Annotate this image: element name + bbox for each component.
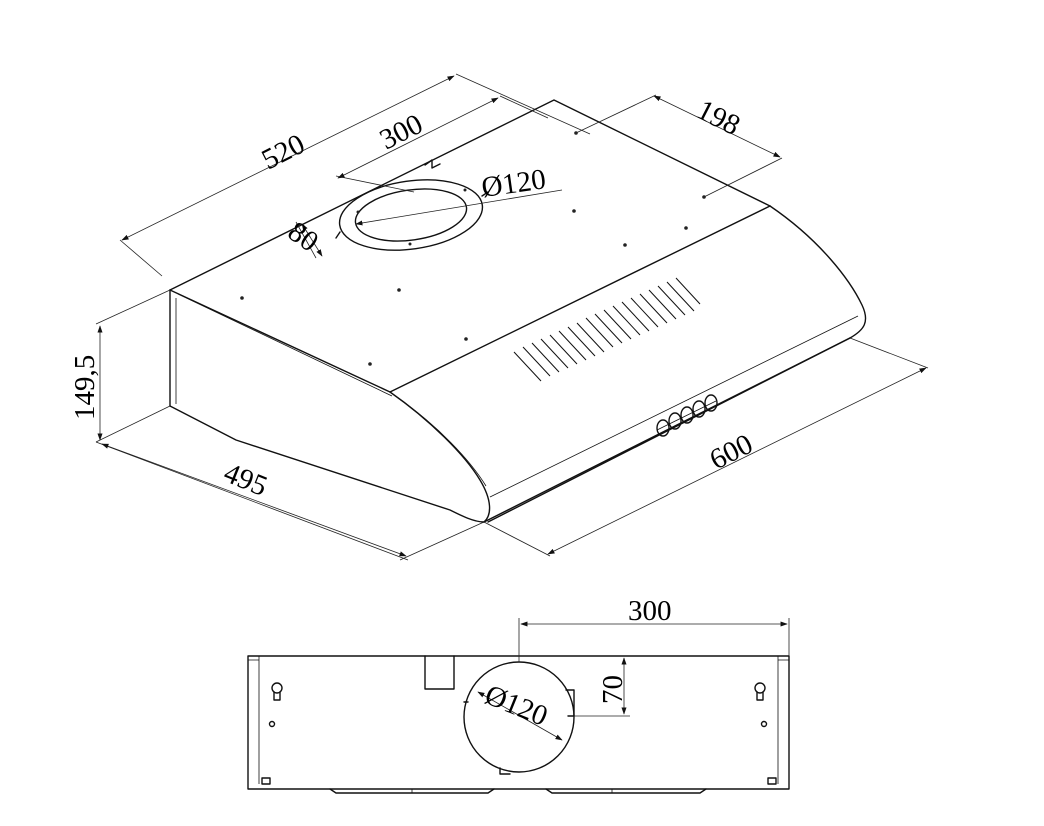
dim-600-label: 600 xyxy=(705,428,758,476)
dim-o120-back-label: Ø120 xyxy=(480,679,552,733)
dim-back-outlet-diameter: Ø120 xyxy=(477,679,563,741)
dim-front-depth: 495 xyxy=(95,441,485,561)
dim-149-5-label: 149,5 xyxy=(69,355,101,420)
ventilation-slots xyxy=(513,277,701,382)
dim-width: 600 xyxy=(483,337,929,557)
keyhole-right-icon xyxy=(754,682,768,728)
dim-outlet-diameter: Ø120 xyxy=(355,163,563,226)
dim-300-top-label: 300 xyxy=(375,108,428,156)
back-view: 300 70 Ø120 xyxy=(247,595,790,794)
dim-520-label: 520 xyxy=(257,128,310,176)
keyhole-left-icon xyxy=(268,682,283,728)
isometric-view: 520 300 Ø120 80 198 xyxy=(69,73,929,561)
dim-80-label: 80 xyxy=(282,216,324,259)
dim-back-outlet-offset: 300 xyxy=(518,595,790,662)
back-outlet-circle xyxy=(463,661,575,775)
dim-70-label: 70 xyxy=(597,675,629,704)
dim-495-label: 495 xyxy=(219,457,271,503)
top-mounting-holes xyxy=(240,131,706,366)
dim-198-label: 198 xyxy=(692,94,745,142)
dim-outlet-setback: 80 xyxy=(282,216,324,259)
dim-o120-top-label: Ø120 xyxy=(480,163,548,204)
dim-300-back-label: 300 xyxy=(628,595,672,627)
dim-height: 149,5 xyxy=(69,289,171,443)
dim-rear-offset: 198 xyxy=(575,94,783,198)
dim-back-outlet-height: 70 xyxy=(574,657,630,717)
